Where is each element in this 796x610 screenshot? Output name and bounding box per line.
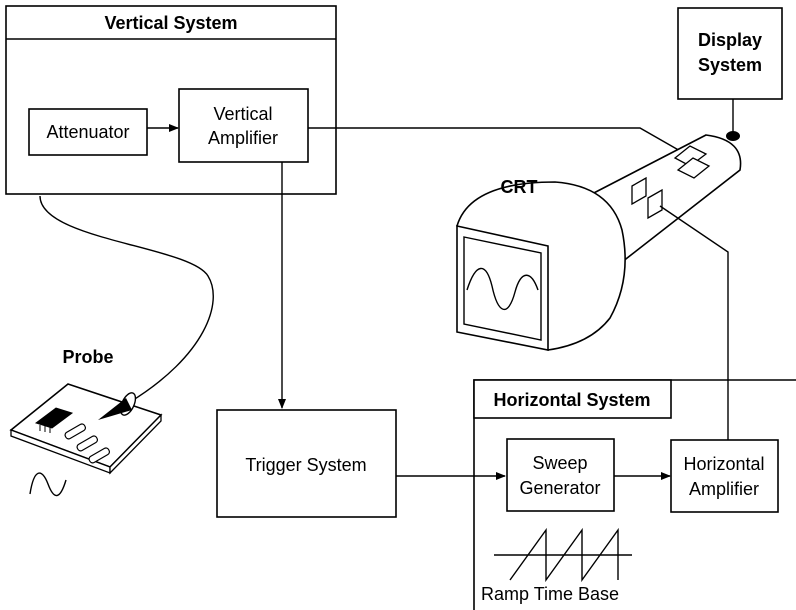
attenuator-box: Attenuator [28,108,148,156]
crt-screen [463,236,542,341]
vertical-amplifier-box: Vertical Amplifier [178,88,309,163]
crt-label: CRT [501,177,538,197]
horizontal-amplifier-box: Horizontal Amplifier [670,439,779,513]
vertical-amplifier-label-line2: Amplifier [208,128,278,148]
sweep-generator-box: Sweep Generator [506,438,615,512]
crt-connector-dot [726,131,740,141]
crt-vertical-plate-top [673,145,708,167]
probe-tip [98,398,132,420]
vertical-deflection-wire [308,127,683,153]
ramp-time-base-label: Ramp Time Base [481,584,619,604]
horizontal-amplifier-label-line1: Horizontal [683,454,764,474]
horizontal-amplifier-label-line2: Amplifier [689,479,759,499]
attenuator-label: Attenuator [46,122,129,142]
trigger-system-box: Trigger System [216,409,397,518]
crt-waveform [466,267,539,311]
board-resistor [88,447,111,464]
horizontal-system-title: Horizontal System [493,390,650,410]
trigger-system-label: Trigger System [245,455,366,475]
display-system-label-line2: System [698,55,762,75]
probe-signal-waveform [29,472,67,497]
probe-cable [39,195,214,403]
vertical-amplifier-label-line1: Vertical [213,104,272,124]
crt-vertical-plate-bottom [676,157,711,179]
ramp-sawtooth [494,527,632,583]
display-system-box: Display System [677,7,783,100]
vertical-system-title: Vertical System [104,13,237,33]
board-resistor [76,435,99,452]
crt-horizontal-plate-right [647,188,663,220]
sweep-generator-label-line2: Generator [519,478,600,498]
crt-horizontal-plate-left [631,176,647,206]
horizontal-system-block: Horizontal System [473,379,796,610]
probe-label: Probe [62,347,113,367]
board-chip [34,407,74,429]
probe-illustration [9,383,163,475]
display-system-label-line1: Display [698,30,762,50]
crt-illustration [456,131,742,351]
horizontal-deflection-wire [659,205,729,440]
sweep-generator-label-line1: Sweep [532,453,587,473]
board-resistor [64,423,87,440]
